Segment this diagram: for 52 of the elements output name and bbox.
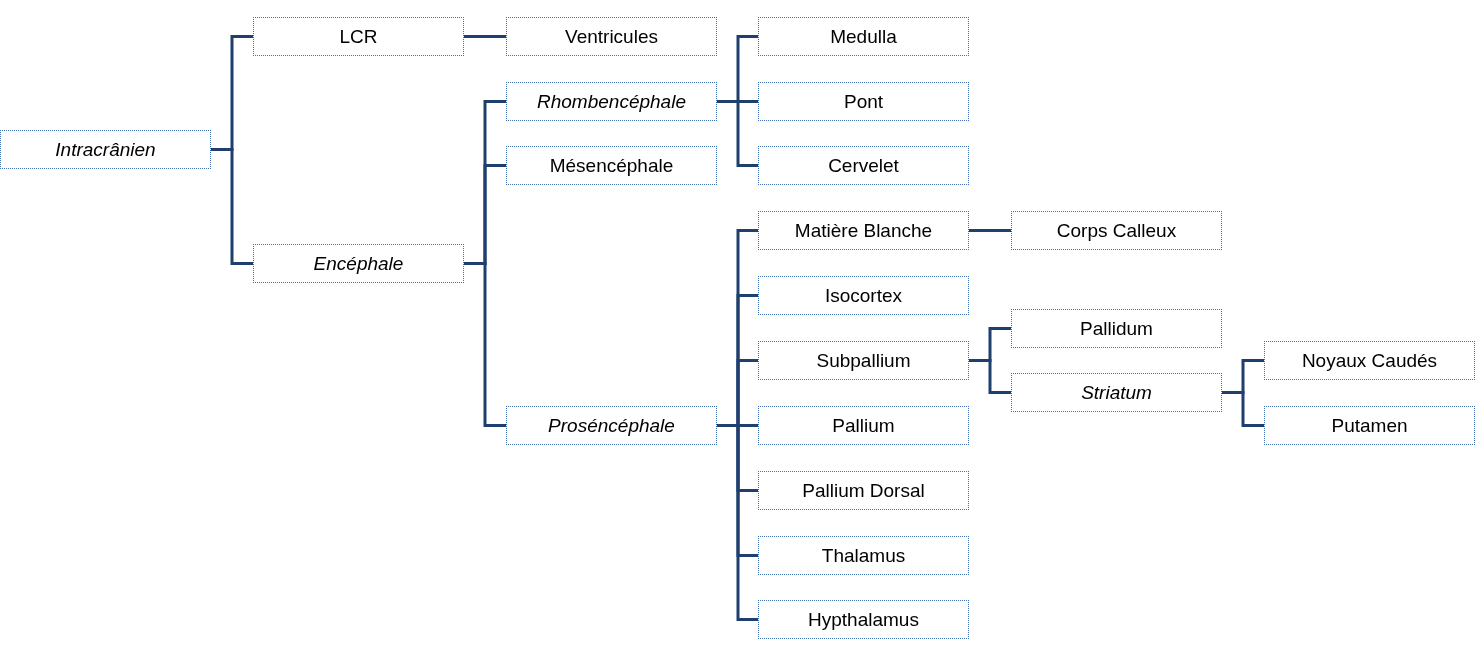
- node-label: Subpallium: [816, 349, 911, 372]
- node-label: Corps Calleux: [1056, 219, 1177, 242]
- node-label: Pallidum: [1080, 317, 1153, 340]
- category-box: [758, 17, 969, 56]
- node-label: Cervelet: [828, 154, 899, 177]
- category-box: [1264, 406, 1475, 445]
- category-box: [758, 146, 969, 185]
- connector-line: [969, 359, 1011, 394]
- category-box: [758, 471, 969, 510]
- connector-line: [1222, 391, 1264, 427]
- category-box: [1011, 373, 1222, 412]
- node-label: Intracrânien: [55, 138, 156, 161]
- category-box: [758, 600, 969, 639]
- node-label: Noyaux Caudés: [1301, 349, 1438, 372]
- node-label: LCR: [339, 25, 378, 48]
- node-label: Isocortex: [824, 284, 903, 307]
- category-box: [758, 82, 969, 121]
- connector-line: [717, 424, 758, 621]
- node-label: Medulla: [830, 25, 897, 48]
- category-box: [1011, 211, 1222, 250]
- category-box: [506, 406, 717, 445]
- node-label: Matière Blanche: [794, 219, 933, 242]
- category-box: [506, 146, 717, 185]
- category-box: [506, 17, 717, 56]
- category-box: [758, 341, 969, 380]
- category-box: [1011, 309, 1222, 348]
- node-label: Striatum: [1081, 381, 1152, 404]
- category-box: [758, 536, 969, 575]
- connector-line: [969, 229, 1011, 232]
- node-label: Pallium: [832, 414, 895, 437]
- node-label: Rhombencéphale: [537, 90, 686, 113]
- category-box: [1264, 341, 1475, 380]
- node-label: Ventricules: [565, 25, 658, 48]
- node-label: Proséncéphale: [548, 414, 675, 437]
- node-label: Hypthalamus: [808, 608, 919, 631]
- connector-line: [464, 35, 506, 38]
- node-label: Pallium Dorsal: [802, 479, 925, 502]
- node-label: Putamen: [1331, 414, 1408, 437]
- node-label: Pont: [843, 90, 884, 113]
- connector-line: [464, 262, 506, 427]
- category-box: [758, 211, 969, 250]
- category-box: [506, 82, 717, 121]
- connector-line: [717, 100, 758, 167]
- category-box: [758, 406, 969, 445]
- connector-line: [211, 148, 253, 265]
- node-label: Mésencéphale: [549, 154, 674, 177]
- category-box: [253, 244, 464, 283]
- node-label: Encéphale: [313, 252, 404, 275]
- category-box: [0, 130, 211, 169]
- node-label: Thalamus: [821, 544, 906, 567]
- category-box: [758, 276, 969, 315]
- category-box: [253, 17, 464, 56]
